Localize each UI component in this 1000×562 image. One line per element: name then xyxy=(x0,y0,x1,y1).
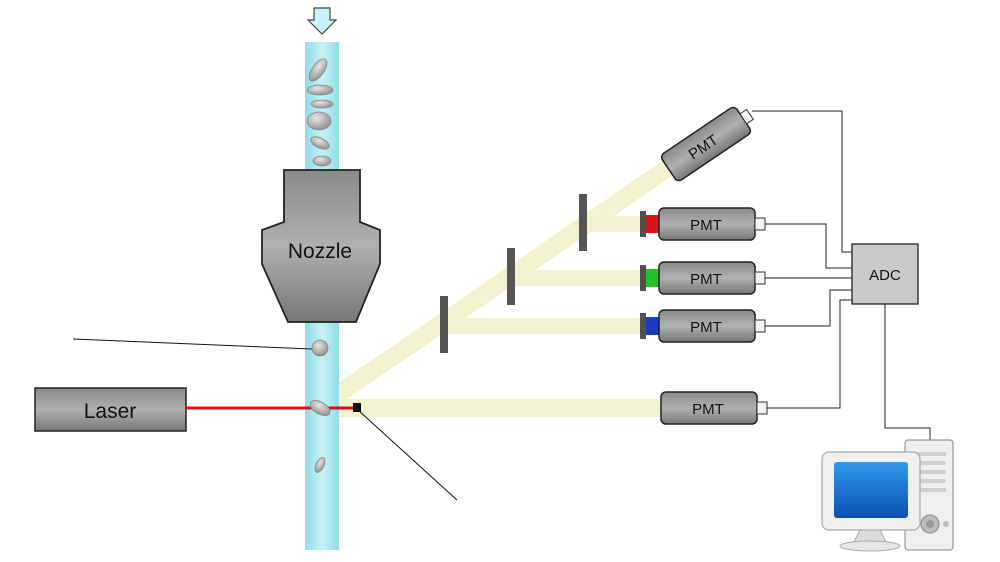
mirror-2 xyxy=(507,248,515,305)
pmt-blue: PMT xyxy=(658,309,766,343)
down-arrow-icon xyxy=(306,7,338,35)
pointer-line-cell xyxy=(72,338,313,350)
filter-blue xyxy=(640,313,646,339)
pointer-line-beam-block xyxy=(357,409,458,501)
cell-single xyxy=(311,339,329,357)
pmt-blue-label: PMT xyxy=(690,319,722,336)
mirror-3 xyxy=(579,194,587,251)
beam-main-diagonal xyxy=(312,160,674,416)
adc-box xyxy=(851,243,919,305)
filter-red-glass xyxy=(646,215,659,233)
filter-blue-glass xyxy=(646,317,659,335)
mirror-1 xyxy=(440,296,448,353)
pmt-forward-scatter: PMT xyxy=(660,391,768,425)
laser-label: Laser xyxy=(84,400,137,423)
adc-label: ADC xyxy=(869,267,901,284)
beam-block xyxy=(353,403,361,412)
nozzle-label: Nozzle xyxy=(288,240,352,263)
filter-green-glass xyxy=(646,269,659,287)
dichroic-mirrors xyxy=(440,194,587,353)
pmt-forward-scatter-label: PMT xyxy=(692,401,724,418)
filter-red xyxy=(640,211,646,237)
laser-device xyxy=(34,387,187,432)
cell-downstream xyxy=(314,457,326,473)
pmt-red-label: PMT xyxy=(690,217,722,234)
cells-upstream xyxy=(306,58,334,167)
pmt-red: PMT xyxy=(658,207,766,241)
cell-interrogated xyxy=(309,400,331,416)
signal-wires xyxy=(752,110,931,442)
light-beams xyxy=(312,160,674,417)
nozzle xyxy=(261,169,381,323)
filter-green xyxy=(640,265,646,291)
pmt-green: PMT xyxy=(658,261,766,295)
pmt-green-label: PMT xyxy=(690,271,722,288)
monitor-icon xyxy=(821,451,921,552)
pmt-side-scatter: PMT xyxy=(660,106,754,182)
